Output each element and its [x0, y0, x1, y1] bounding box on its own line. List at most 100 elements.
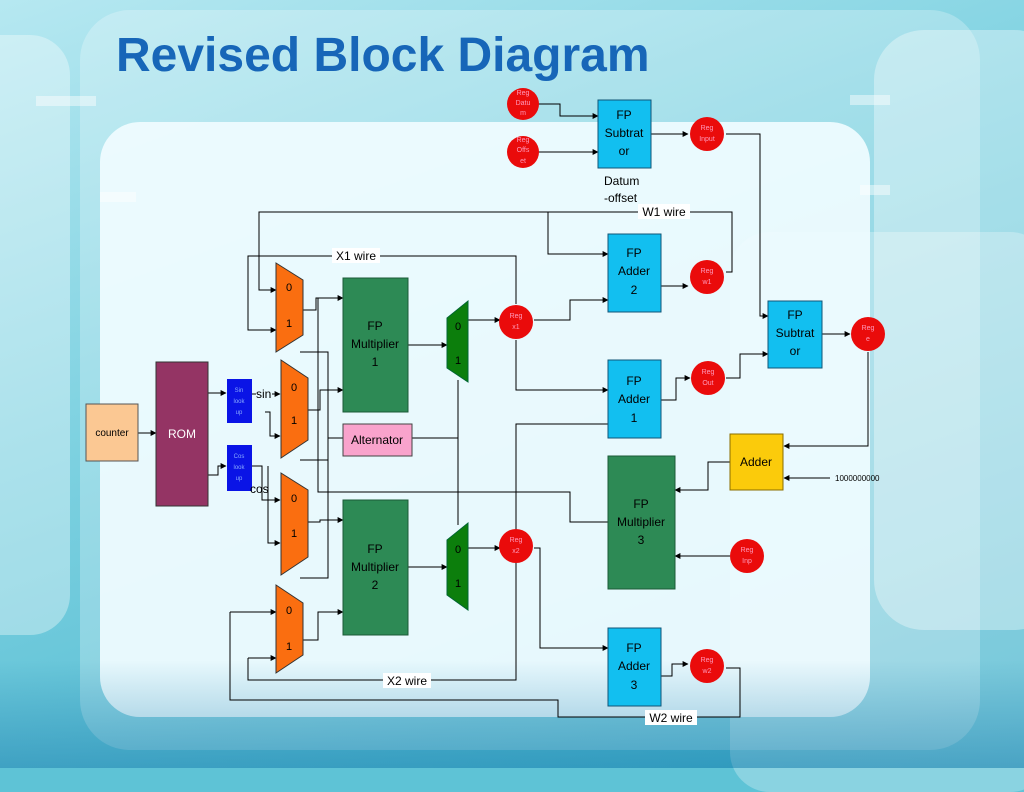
sin-label: sin: [256, 387, 271, 401]
adder-label: Adder: [740, 455, 772, 469]
fp-subtractor-top-line3: or: [619, 144, 630, 158]
green-mux-1-in0: 0: [455, 321, 461, 333]
cos-lookup-line1: Cos: [234, 454, 245, 460]
counter-label: counter: [95, 428, 129, 439]
reg-offset-line2: Offs: [517, 147, 530, 154]
orange-mux-4-in1: 1: [286, 641, 292, 653]
fp-adder-3-line3: 3: [631, 678, 638, 692]
fp-multiplier-1: FP Multiplier 1: [342, 277, 409, 413]
fp-subtractor-right-line3: or: [790, 344, 801, 358]
orange-mux-2-in0: 0: [291, 382, 297, 394]
background-bar: [100, 192, 136, 202]
cos-label: cos: [250, 482, 269, 496]
reg-w1-line1: Reg: [701, 268, 714, 275]
green-mux-2-in0: 0: [455, 544, 461, 556]
fp-adder-1: FP Adder 1: [607, 359, 662, 439]
orange-mux-4: 0 1: [275, 584, 304, 674]
reg-w1-circle: [690, 260, 724, 294]
reg-e-line2: e: [866, 336, 870, 343]
counter-fill: [85, 403, 139, 462]
orange-mux-1-in1: 1: [286, 318, 292, 330]
fp-adder-2-line3: 2: [631, 283, 638, 297]
reg-datum: Reg Datu m: [507, 88, 539, 120]
reg-input-circle: [690, 117, 724, 151]
rom-block: ROM: [155, 361, 209, 507]
fp-adder-3: FP Adder 3: [607, 627, 662, 707]
datum-offset-label-1: Datum: [604, 174, 639, 188]
fp-subtractor-right-line2: Subtrat: [776, 326, 815, 340]
orange-mux-3-in1: 1: [291, 528, 297, 540]
rom-fill: [155, 361, 209, 507]
alternator-block: Alternator: [342, 423, 413, 457]
fp-multiplier-3-line1: FP: [633, 497, 648, 511]
fp-adder-1-line3: 1: [631, 411, 638, 425]
fp-adder-3-line1: FP: [626, 641, 641, 655]
orange-mux-3-shape: [280, 472, 309, 576]
wire-label-x2-text: X2 wire: [387, 674, 427, 688]
wire-label-x2: X2 wire: [383, 673, 431, 688]
wire-label-w2: W2 wire: [645, 710, 697, 725]
fp-subtractor-right-line1: FP: [787, 308, 802, 322]
fp-multiplier-2-line3: 2: [372, 578, 379, 592]
fp-multiplier-1-line1: FP: [367, 319, 382, 333]
adder-fill: [729, 433, 784, 491]
background-panel-right: [874, 30, 1024, 630]
alternator-fill: [342, 423, 413, 457]
reg-input: Reg Input: [690, 117, 724, 151]
fp-subtractor-top: FP Subtrat or: [597, 99, 652, 169]
fp-adder-2: FP Adder 2: [607, 233, 662, 313]
green-mux-1-in1: 1: [455, 355, 461, 367]
fp-subtractor-top-line2: Subtrat: [605, 126, 644, 140]
green-mux-2-in1: 1: [455, 578, 461, 590]
reg-w2-circle: [690, 649, 724, 683]
fp-multiplier-1-line3: 1: [372, 355, 379, 369]
reg-w1: Reg w1: [690, 260, 724, 294]
reg-w2: Reg w2: [690, 649, 724, 683]
fp-adder-3-fill: [607, 627, 662, 707]
reg-x2-line2: x2: [512, 548, 520, 555]
background-bar: [36, 96, 96, 106]
orange-mux-3-in0: 0: [291, 493, 297, 505]
reg-datum-line1: Reg: [517, 90, 530, 97]
orange-mux-1: 0 1: [275, 262, 304, 353]
fp-multiplier-2-line2: Multiplier: [351, 560, 399, 574]
fp-adder-2-line1: FP: [626, 246, 641, 260]
wire-label-x1: X1 wire: [332, 248, 380, 263]
wires: [138, 103, 869, 718]
sin-lookup-block: Sin look up: [227, 379, 252, 423]
wire-label-w1: W1 wire: [638, 204, 690, 219]
cos-lookup-block: Cos look up: [227, 445, 252, 491]
fp-subtractor-right: FP Subtrat or: [767, 300, 823, 369]
background-bar: [850, 95, 890, 105]
reg-input-line1: Reg: [701, 125, 714, 132]
orange-mux-3: 0 1: [280, 472, 309, 576]
wire-label-w1-text: W1 wire: [642, 205, 686, 219]
reg-inp-line1: Reg: [741, 547, 754, 554]
background-bar: [860, 185, 890, 195]
reg-offset-line1: Reg: [517, 137, 530, 144]
reg-out-line1: Reg: [702, 369, 715, 376]
datum-offset-label-2: -offset: [604, 191, 638, 205]
reg-datum-circle: [507, 88, 539, 120]
adder-block: Adder: [729, 433, 784, 491]
fp-subtractor-right-fill: [767, 300, 823, 369]
reg-out-line2: Out: [702, 380, 713, 387]
orange-mux-4-in0: 0: [286, 605, 292, 617]
fp-multiplier-3-line3: 3: [638, 533, 645, 547]
alternator-label: Alternator: [351, 433, 403, 447]
fp-adder-3-line2: Adder: [618, 659, 650, 673]
reg-inp: Reg Inp: [730, 539, 764, 573]
reg-x1-line1: Reg: [510, 313, 523, 320]
reg-out-circle: [691, 361, 725, 395]
fp-multiplier-2-line1: FP: [367, 542, 382, 556]
sin-lookup-line2: look: [233, 399, 245, 405]
wire-label-w2-text: W2 wire: [649, 711, 693, 725]
reg-w2-line1: Reg: [701, 657, 714, 664]
background-panel-left: [0, 35, 70, 635]
fp-multiplier-1-line2: Multiplier: [351, 337, 399, 351]
orange-mux-4-shape: [275, 584, 304, 674]
fp-adder-1-line2: Adder: [618, 392, 650, 406]
reg-e-line1: Reg: [862, 325, 875, 332]
reg-x1-line2: x1: [512, 324, 520, 331]
fp-subtractor-top-fill: [597, 99, 652, 169]
